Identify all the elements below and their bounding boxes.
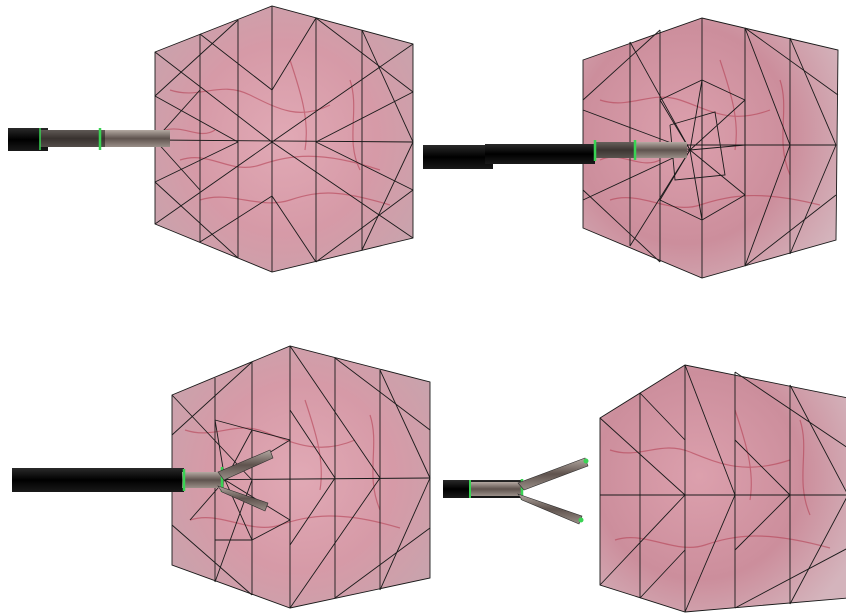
blood-vessels bbox=[164, 59, 391, 206]
mesh bbox=[154, 5, 414, 273]
tissue-cube bbox=[582, 17, 839, 279]
panel-bottom-left bbox=[12, 345, 431, 609]
panel-bottom-right bbox=[443, 364, 846, 613]
panel-top-left bbox=[8, 5, 414, 273]
tissue-cube bbox=[154, 5, 414, 273]
surgical-tool bbox=[423, 140, 687, 169]
surgical-tool bbox=[12, 449, 274, 512]
tissue-cube bbox=[599, 364, 846, 613]
surgical-tool bbox=[8, 128, 170, 151]
surgical-tool bbox=[443, 457, 589, 525]
panel-top-right bbox=[423, 17, 839, 279]
mesh bbox=[599, 364, 846, 613]
